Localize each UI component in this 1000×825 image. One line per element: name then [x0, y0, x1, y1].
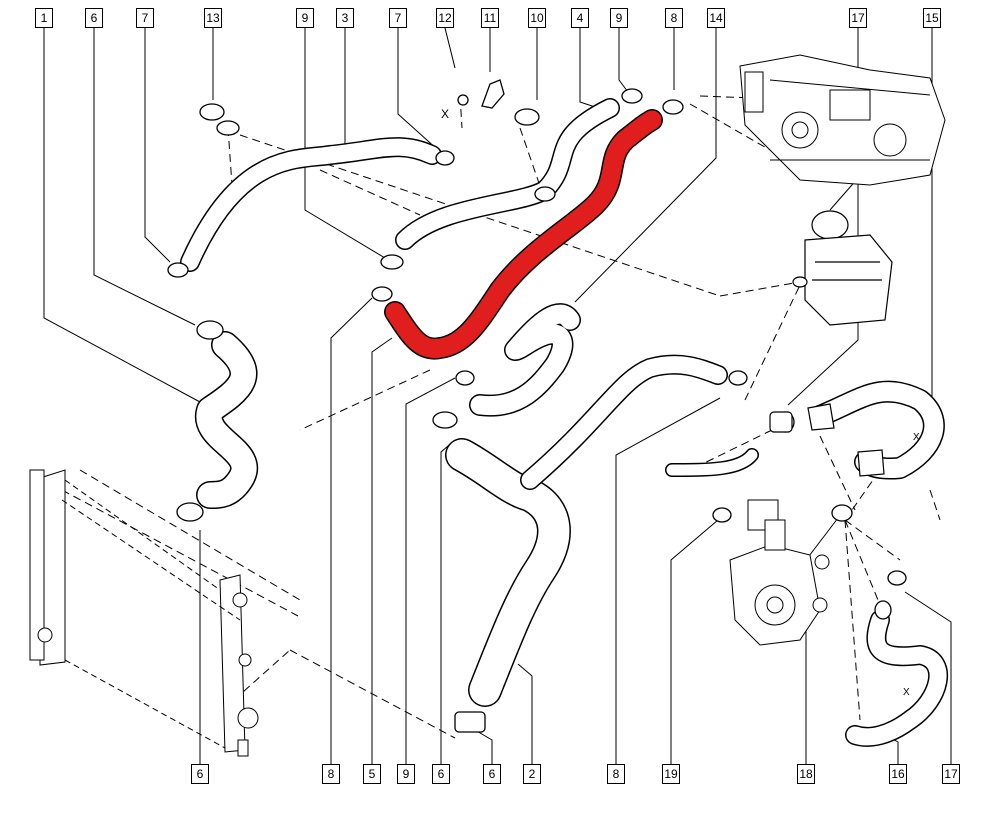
clamp-7-top: [435, 150, 455, 166]
water-pump-assembly: [729, 499, 830, 646]
callout-top-10: 10: [528, 8, 546, 28]
callout-bottom-2: 2: [523, 764, 541, 784]
clamp-8-mid: [371, 286, 393, 302]
callout-bottom-19: 19: [662, 764, 680, 784]
callout-top-11: 11: [481, 8, 499, 28]
callout-top-8: 8: [665, 8, 683, 28]
sleeve-6: [454, 711, 486, 733]
clamp-9-low: [455, 370, 475, 386]
radiator: [29, 469, 259, 757]
clamp-8-top: [662, 99, 684, 115]
callout-top-9a: 9: [296, 8, 314, 28]
clamp-18: [831, 504, 853, 522]
callout-bottom-8b: 8: [607, 764, 625, 784]
radiator-core-dashes: [61, 479, 241, 749]
leader-lines: [43, 27, 952, 765]
clamp-8-right: [728, 370, 748, 386]
callout-top-9b: 9: [610, 8, 628, 28]
callout-top-17: 17: [849, 8, 867, 28]
clamp-6-upper: [196, 320, 224, 340]
callout-bottom-6b: 6: [432, 764, 450, 784]
callout-top-13: 13: [204, 8, 222, 28]
callout-bottom-6a: 6: [191, 764, 209, 784]
callout-bottom-9: 9: [397, 764, 415, 784]
nut-12: [457, 94, 469, 106]
expansion-tank: [792, 210, 893, 326]
clamp-7-left: [167, 262, 189, 278]
highlighted-hose-5: [384, 109, 663, 360]
clamp-6-lower: [176, 502, 204, 522]
callout-bottom-6c: 6: [483, 764, 501, 784]
clamp-13: [199, 103, 225, 121]
x-marker-2: X: [903, 687, 910, 698]
clamp-17: [887, 570, 907, 586]
callout-bottom-18: 18: [797, 764, 815, 784]
callout-top-12: 12: [436, 8, 454, 28]
fixings: [457, 79, 505, 109]
clamp-9-top: [621, 88, 643, 104]
outlet-housing: [769, 403, 885, 477]
callout-top-4: 4: [571, 8, 589, 28]
x-marker-3: X: [913, 432, 920, 443]
bracket-11: [481, 79, 505, 109]
callout-top-15: 15: [923, 8, 941, 28]
clamp-10: [514, 108, 540, 126]
callout-top-1: 1: [35, 8, 53, 28]
callout-bottom-5: 5: [363, 764, 381, 784]
clamp-9-mid: [380, 254, 404, 270]
callout-top-14: 14: [707, 8, 725, 28]
clamp-19: [712, 507, 732, 523]
x-marker-1: X: [441, 107, 449, 121]
callout-top-3: 3: [336, 8, 354, 28]
callout-bottom-16: 16: [889, 764, 907, 784]
callout-top-6: 6: [85, 8, 103, 28]
callout-top-7b: 7: [389, 8, 407, 28]
clamp-6-mid: [432, 411, 458, 429]
callout-bottom-8a: 8: [322, 764, 340, 784]
callout-top-7a: 7: [136, 8, 154, 28]
engine-block: [739, 54, 946, 186]
callout-bottom-17: 17: [942, 764, 960, 784]
